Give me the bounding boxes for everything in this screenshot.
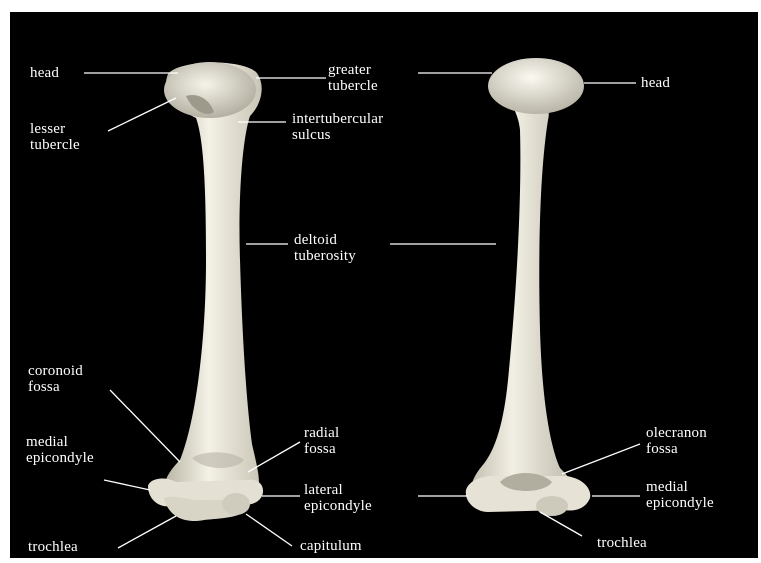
label-head-posterior: head — [641, 75, 670, 91]
humerus-posterior-view — [466, 58, 590, 516]
humerus-anterior-shaft — [165, 62, 262, 492]
label-capitulum: capitulum — [300, 538, 362, 554]
label-lateral-epicondyle: lateral epicondyle — [304, 482, 372, 514]
humerus-anterior-view — [148, 62, 263, 521]
humerus-posterior-shaft — [471, 84, 576, 500]
leader-olecranon-fossa — [562, 444, 640, 474]
leader-lesser-tubercle — [108, 98, 176, 131]
label-medial-epicondyle-anterior: medial epicondyle — [26, 434, 94, 466]
label-radial-fossa: radial fossa — [304, 425, 339, 457]
humerus-anterior-capitulum — [222, 493, 250, 515]
leader-trochlea-posterior — [540, 512, 582, 536]
label-deltoid-tuberosity: deltoid tuberosity — [294, 232, 356, 264]
leader-radial-fossa — [248, 442, 300, 472]
label-lesser-tubercle: lesser tubercle — [30, 121, 80, 153]
label-trochlea-anterior: trochlea — [28, 539, 78, 555]
label-olecranon-fossa: olecranon fossa — [646, 425, 707, 457]
leader-coronoid-fossa — [110, 390, 180, 462]
label-greater-tubercle: greater tubercle — [328, 62, 378, 94]
label-trochlea-posterior: trochlea — [597, 535, 647, 551]
leader-trochlea-anterior — [118, 516, 176, 548]
label-head-anterior: head — [30, 65, 59, 81]
label-medial-epicondyle-posterior: medial epicondyle — [646, 479, 714, 511]
leader-medial-epicondyle-anterior — [104, 480, 150, 490]
humerus-posterior-head — [488, 58, 584, 114]
label-coronoid-fossa: coronoid fossa — [28, 363, 83, 395]
label-intertubercular-sulcus: intertubercular sulcus — [292, 111, 383, 143]
leader-capitulum — [246, 514, 292, 546]
